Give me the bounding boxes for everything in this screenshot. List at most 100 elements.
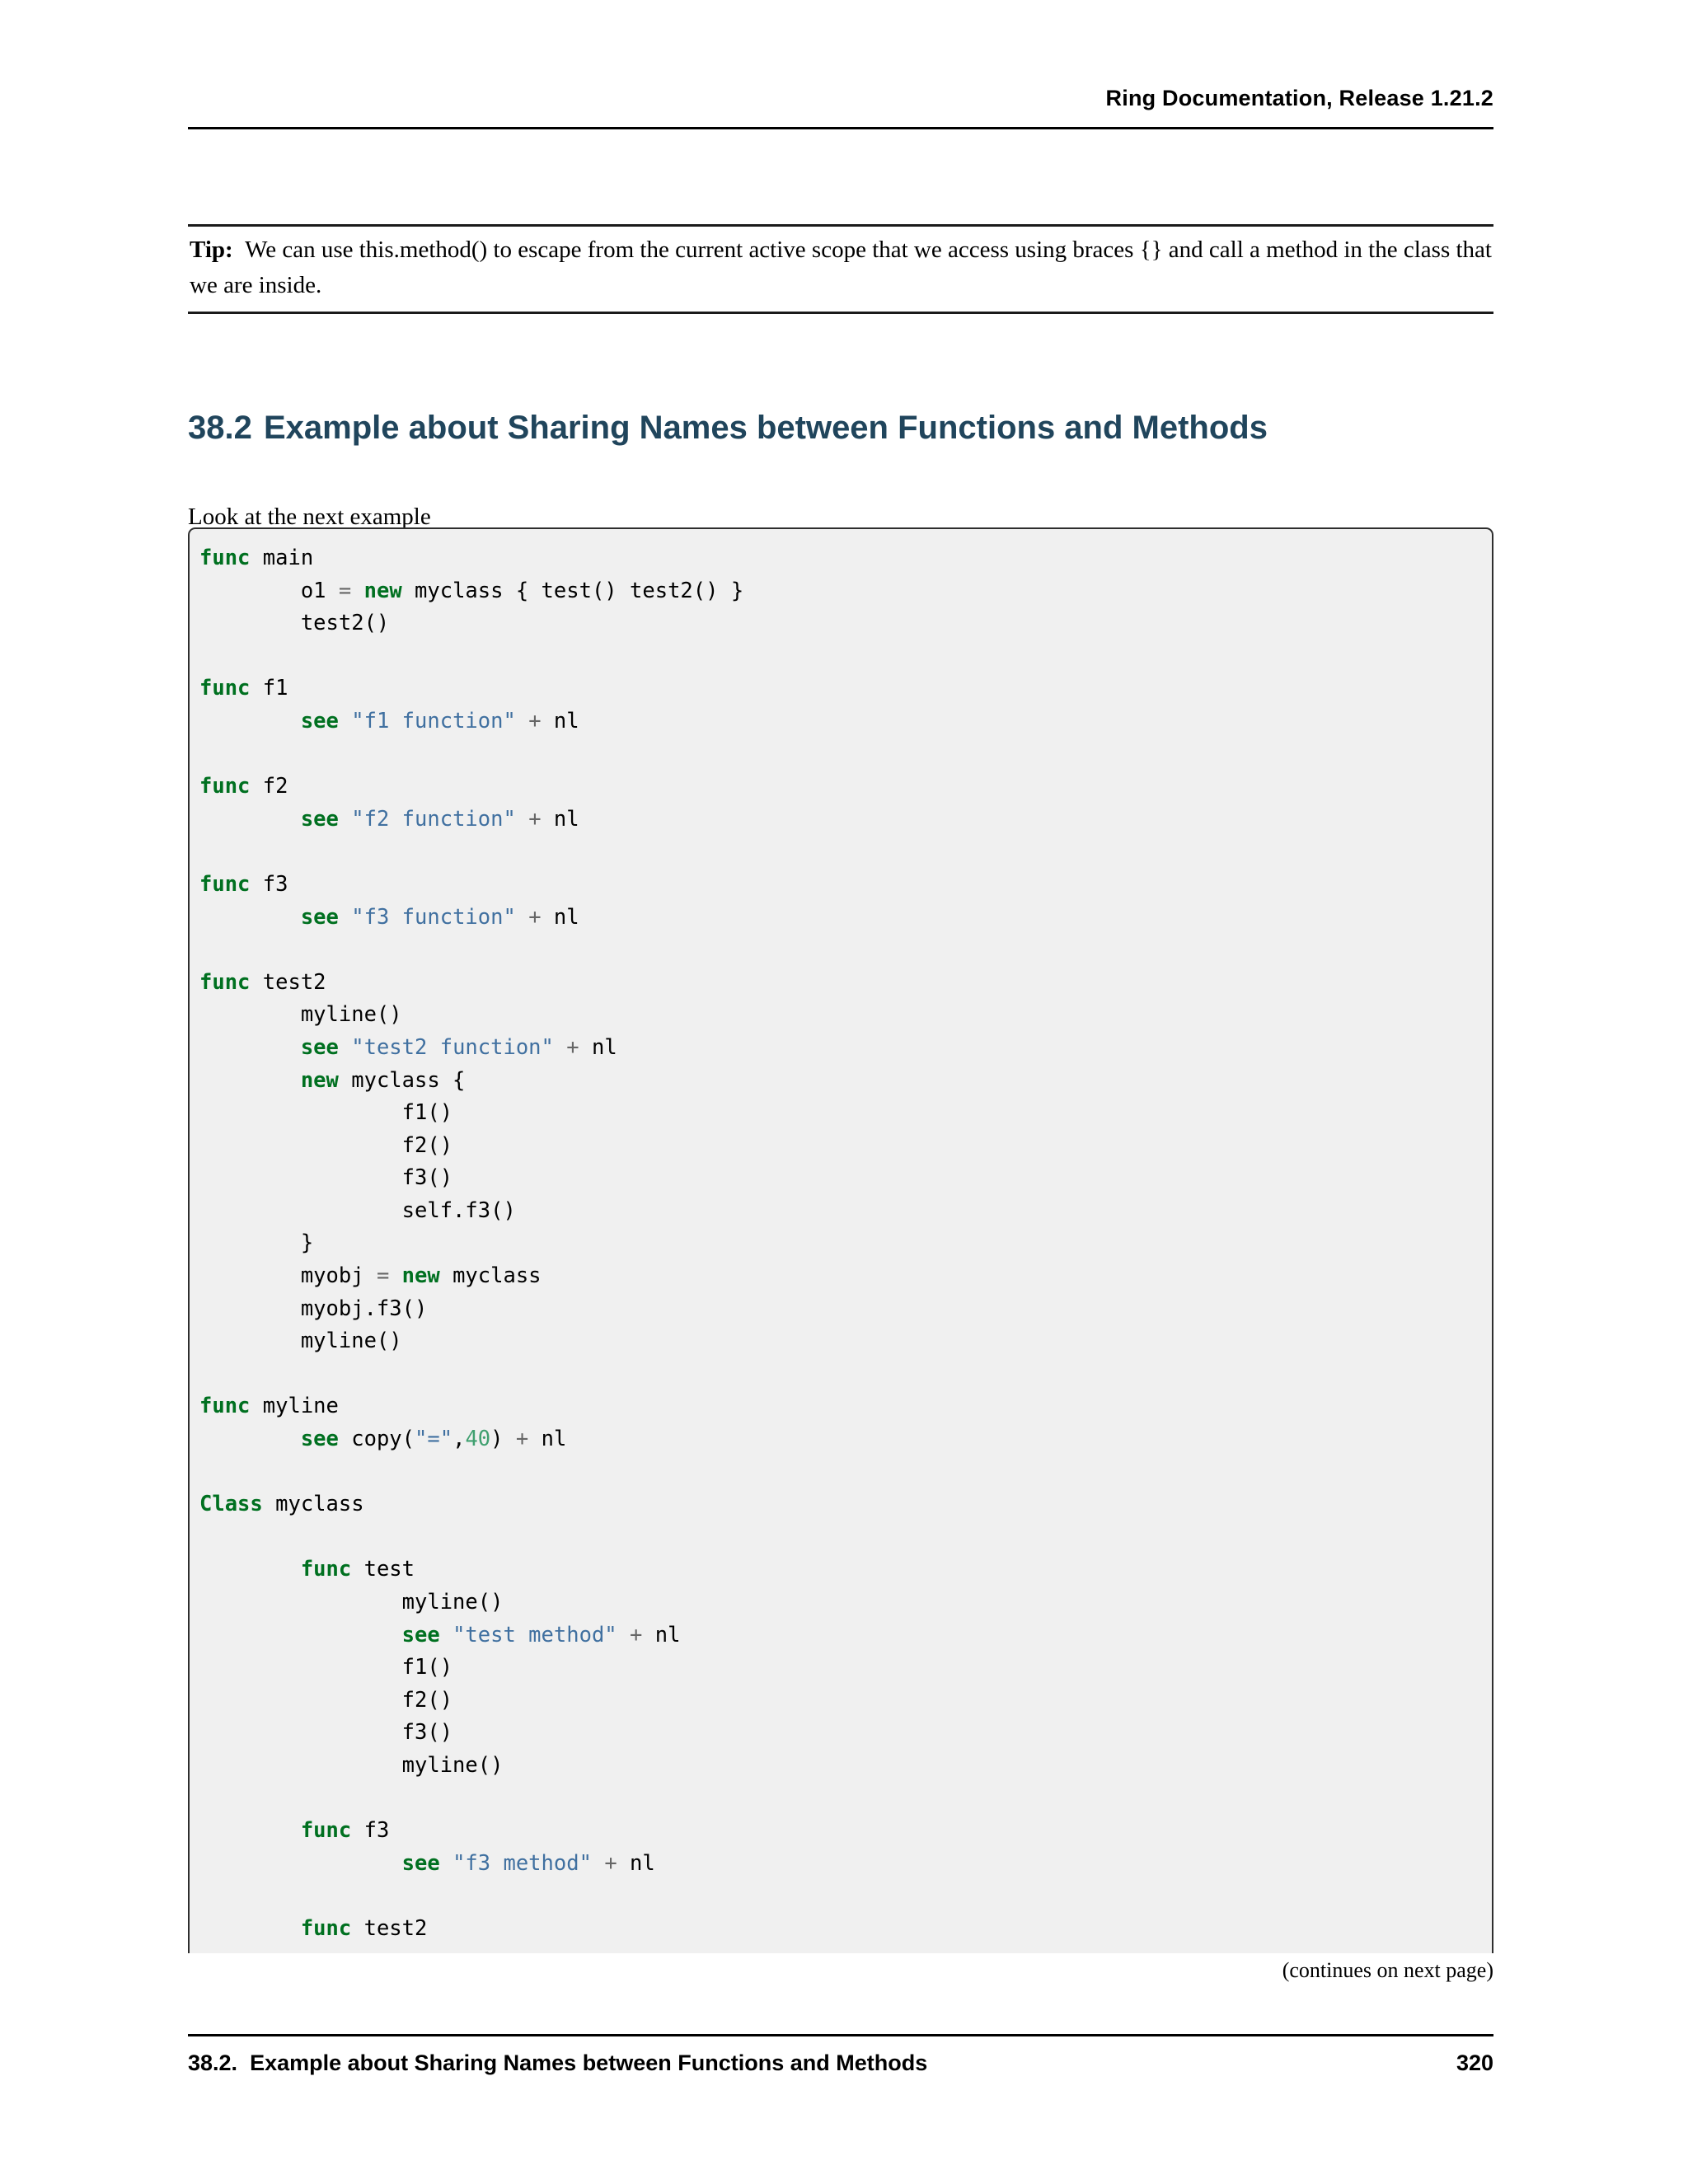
code-token: f3(): [199, 1720, 453, 1746]
code-token: func: [199, 676, 251, 701]
code-token: f2(): [199, 1132, 453, 1158]
code-token: nl: [541, 708, 579, 733]
code-token: f2(): [199, 1687, 453, 1713]
code-token: [199, 1557, 301, 1582]
code-token: [199, 905, 301, 930]
code-token: new: [363, 578, 402, 603]
tip-top-divider: [188, 224, 1493, 227]
code-token: func: [300, 1557, 352, 1582]
code-token: func: [199, 1394, 251, 1419]
code-token: nl: [528, 1427, 567, 1452]
code-token: test2: [351, 1915, 428, 1941]
code-token: +: [528, 806, 542, 832]
code-token: see: [300, 1427, 339, 1452]
code-token: func: [199, 774, 251, 799]
code-token: Class: [199, 1492, 263, 1517]
section-heading: 38.2 Example about Sharing Names between …: [188, 406, 1507, 449]
code-token: myclass: [262, 1492, 364, 1517]
code-token: =: [338, 578, 352, 603]
code-token: [199, 1068, 301, 1093]
code-token: "f2 function": [351, 806, 516, 832]
code-token: myline(): [199, 1752, 504, 1778]
code-token: main: [250, 546, 314, 570]
code-token: nl: [541, 806, 579, 832]
footer-page-number: 320: [1456, 2050, 1493, 2075]
code-token: +: [566, 1034, 579, 1060]
code-block: func main o1 = new myclass { test() test…: [188, 527, 1493, 1953]
code-token: see: [401, 1622, 440, 1647]
code-token: [199, 1851, 402, 1876]
code-token: [199, 1916, 301, 1941]
code-token: [339, 1035, 351, 1060]
code-token: o1: [199, 578, 339, 603]
code-token: [617, 1623, 630, 1647]
code-token: new: [401, 1263, 440, 1289]
tip-admonition: Tip:We can use this.method() to escape f…: [190, 232, 1493, 303]
code-token: copy(: [338, 1427, 415, 1452]
code-token: f3(): [199, 1165, 453, 1191]
code-token: myobj.f3(): [199, 1296, 428, 1321]
code-token: f1: [250, 676, 288, 701]
code-token: +: [604, 1850, 617, 1876]
tip-text: We can use this.method() to escape from …: [190, 237, 1492, 298]
code-token: func: [199, 969, 251, 995]
code-token: nl: [579, 1034, 617, 1060]
code-token: }: [199, 1230, 314, 1256]
code-token: see: [300, 806, 339, 832]
code-token: func: [199, 546, 251, 570]
code-token: func: [300, 1818, 352, 1844]
code-token: [516, 905, 528, 930]
code-token: "test method": [452, 1622, 617, 1647]
code-token: new: [300, 1067, 339, 1093]
code-token: f1(): [199, 1100, 453, 1126]
code-token: see: [300, 1034, 339, 1060]
code-token: [199, 1427, 301, 1451]
tip-label: Tip:: [190, 237, 233, 263]
code-token: nl: [541, 904, 579, 930]
code-token: self.f3(): [199, 1197, 516, 1223]
continues-on-next-page-note: (continues on next page): [1282, 1958, 1493, 1982]
code-token: =: [376, 1263, 390, 1289]
code-token: ,: [452, 1427, 466, 1452]
intro-paragraph: Look at the next example: [188, 504, 431, 530]
code-token: myclass { test() test2() }: [401, 578, 744, 603]
footer-divider: [188, 2034, 1493, 2036]
running-header-title: Ring Documentation, Release 1.21.2: [1105, 86, 1493, 110]
code-token: test2(): [199, 611, 390, 636]
code-token: func: [300, 1915, 352, 1941]
code-token: f2: [250, 774, 288, 799]
code-token: [199, 709, 301, 733]
header-divider: [188, 127, 1493, 129]
code-token: myline(): [199, 1329, 402, 1354]
code-token: [440, 1623, 452, 1647]
code-token: "=": [415, 1427, 453, 1452]
code-token: "test2 function": [351, 1034, 554, 1060]
code-token: +: [630, 1622, 643, 1647]
code-token: [440, 1851, 452, 1876]
code-token: see: [401, 1850, 440, 1876]
code-token: +: [528, 904, 542, 930]
code-token: [516, 807, 528, 832]
code-token: [554, 1035, 566, 1060]
code-token: "f3 method": [452, 1850, 592, 1876]
code-token: ): [490, 1427, 516, 1452]
section-title: Example about Sharing Names between Func…: [264, 410, 1268, 447]
code-token: [339, 807, 351, 832]
code-token: myline(): [199, 1590, 504, 1615]
code-token: f3: [250, 871, 288, 897]
code-token: [199, 807, 301, 832]
section-number: 38.2: [188, 410, 252, 447]
footer-section-number: 38.2.: [188, 2050, 238, 2075]
code-token: "f3 function": [351, 904, 516, 930]
code-token: [199, 1035, 301, 1060]
code-token: [339, 905, 351, 930]
tip-bottom-divider: [188, 312, 1493, 314]
code-token: [199, 1818, 301, 1843]
code-token: test: [351, 1557, 415, 1582]
code-token: f1(): [199, 1655, 453, 1680]
code-token: myline(): [199, 1002, 402, 1028]
code-token: myclass: [439, 1263, 542, 1289]
code-token: see: [300, 904, 339, 930]
code-token: nl: [617, 1850, 655, 1876]
code-token: myline: [250, 1394, 339, 1419]
